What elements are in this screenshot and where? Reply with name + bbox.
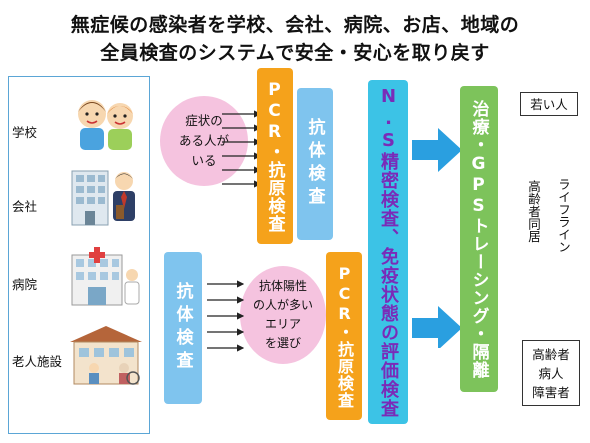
arrow-upper: [412, 128, 462, 172]
pcr-antigen-box-bottom: PCR・抗原検査: [326, 252, 362, 420]
vulnerable-box: 高齢者 病人 障害者: [522, 340, 580, 406]
facility-label-school: 学校: [12, 125, 38, 140]
facility-label-hospital: 病院: [12, 277, 38, 292]
office-worker-icon: [71, 170, 135, 226]
elderly-cohabit-label: 高齢者同居: [526, 180, 541, 243]
antibody-arrows: [207, 280, 245, 352]
facility-label-nursing-home: 老人施設: [12, 354, 63, 369]
symptom-bubble: 症状の ある人が いる: [160, 96, 248, 186]
treatment-box: 治療・GPSトレーシング・隔離: [460, 86, 498, 392]
pcr-antigen-box-top: PCR・抗原検査: [257, 68, 293, 244]
hospital-icon: [71, 247, 140, 306]
young-people-box: 若い人: [520, 92, 578, 116]
ns-detailed-test-box: N.S精密検査、免疫状態の評価検査: [368, 80, 408, 424]
lifeline-label: ライフライン: [556, 178, 571, 253]
facility-label-company: 会社: [12, 199, 38, 214]
title-line-2: 全員検査のシステムで安全・安心を取り戻す: [100, 42, 490, 64]
flow-arrows: [412, 128, 462, 348]
title-line-1: 無症候の感染者を学校、会社、病院、お店、地域の: [70, 14, 520, 36]
antibody-area-bubble: 抗体陽性 の人が多い エリア を選び: [240, 266, 326, 364]
children-icon: [78, 100, 133, 150]
antibody-box-bottom: 抗体検査: [164, 252, 202, 404]
arrow-lower: [412, 306, 462, 348]
symptom-arrows: [222, 110, 262, 188]
nursing-home-icon: [70, 326, 142, 385]
facilities-panel: [8, 76, 150, 434]
antibody-box-top: 抗体検査: [297, 88, 333, 240]
